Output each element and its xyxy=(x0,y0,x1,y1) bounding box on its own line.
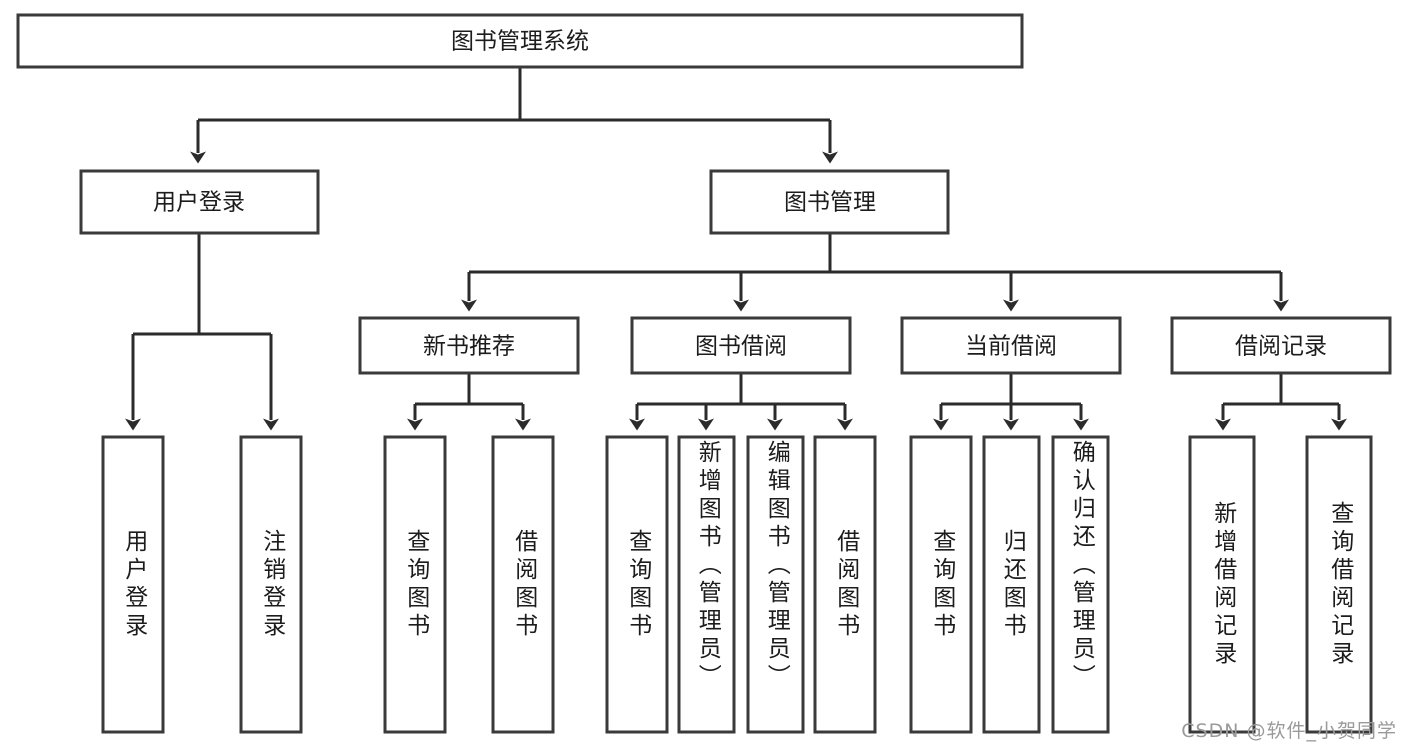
node-book-borrow-label: 图书借阅 xyxy=(695,334,787,360)
leaf-box-user-login[interactable] xyxy=(101,435,165,734)
leaf-box-confirm-return[interactable] xyxy=(1051,435,1110,734)
node-new-book-recommend-label: 新书推荐 xyxy=(423,334,515,360)
leaf-box-add-record[interactable] xyxy=(1188,435,1256,734)
leaf-box-return-book[interactable] xyxy=(982,435,1041,734)
connector-borrowrecord-to-leaves xyxy=(1215,373,1347,431)
node-new-book-recommend[interactable]: 新书推荐 xyxy=(358,316,580,375)
leaf-box-edit-book[interactable] xyxy=(746,435,805,734)
node-borrow-record[interactable]: 借阅记录 xyxy=(1170,316,1392,375)
leaf-box-borrow-book-2[interactable] xyxy=(813,435,877,734)
connector-root-to-level2 xyxy=(190,67,838,164)
connector-currentborrow-to-leaves xyxy=(933,373,1089,431)
connector-bookmgmt-to-level3 xyxy=(461,233,1289,312)
node-current-borrow[interactable]: 当前借阅 xyxy=(900,316,1122,375)
node-book-management-label: 图书管理 xyxy=(784,190,876,216)
node-book-borrow[interactable]: 图书借阅 xyxy=(630,316,852,375)
node-root-label: 图书管理系统 xyxy=(451,29,589,55)
connector-userlogin-to-leaves xyxy=(125,233,279,431)
leaf-box-borrow-book-1[interactable] xyxy=(491,435,555,734)
node-user-login[interactable]: 用户登录 xyxy=(79,169,320,235)
node-borrow-record-label: 借阅记录 xyxy=(1235,334,1327,360)
node-root[interactable]: 图书管理系统 xyxy=(16,13,1024,69)
connector-newbook-to-leaves xyxy=(407,373,531,431)
leaf-boxes xyxy=(101,435,1373,734)
leaf-box-query-book-1[interactable] xyxy=(383,435,447,734)
node-user-login-label: 用户登录 xyxy=(153,190,245,216)
leaf-box-query-record[interactable] xyxy=(1305,435,1373,734)
leaf-box-logout[interactable] xyxy=(239,435,303,734)
node-book-management[interactable]: 图书管理 xyxy=(709,169,950,235)
connector-bookborrow-to-leaves xyxy=(629,373,853,431)
leaf-box-add-book[interactable] xyxy=(677,435,736,734)
leaf-box-query-book-2[interactable] xyxy=(605,435,669,734)
node-current-borrow-label: 当前借阅 xyxy=(965,334,1057,360)
leaf-box-query-book-3[interactable] xyxy=(909,435,973,734)
watermark: CSDN @软件_小贺同学 xyxy=(1181,720,1397,742)
